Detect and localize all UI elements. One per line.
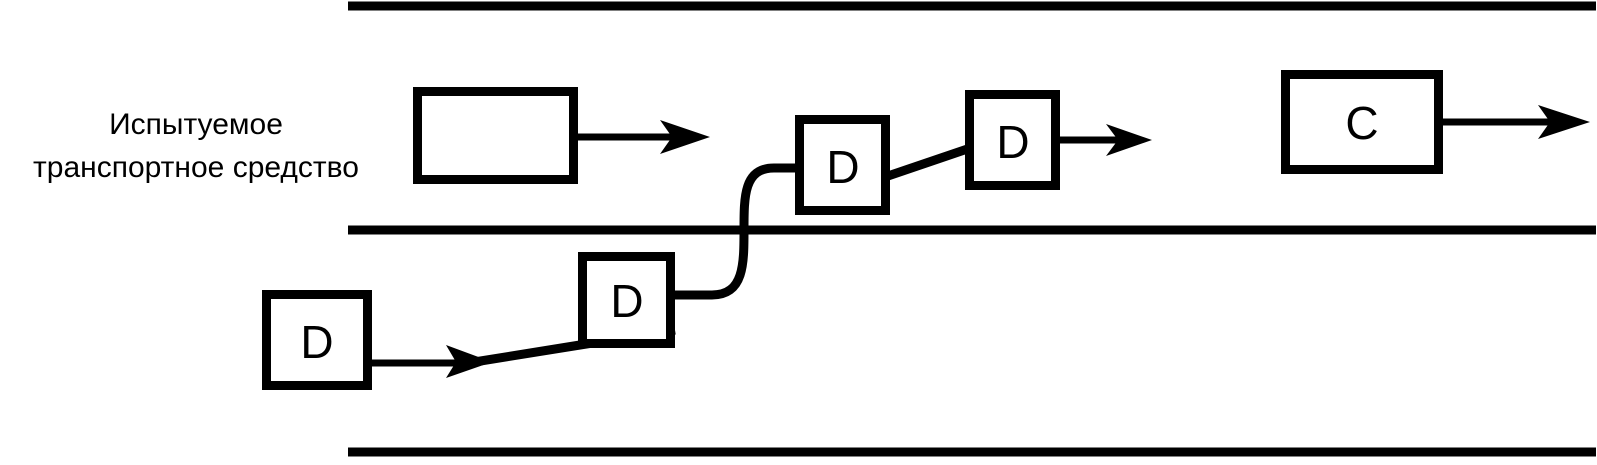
box-c[interactable]: C — [1281, 70, 1443, 174]
test-vehicle-box[interactable] — [413, 87, 578, 184]
box-d-lower-right[interactable]: D — [578, 252, 675, 348]
arrow-c-out — [1443, 105, 1590, 139]
arrows-group — [372, 105, 1590, 378]
arrow-test-vehicle — [578, 120, 710, 154]
arrow-lower-d-chain — [372, 345, 492, 378]
test-vehicle-caption: Испытуемое транспортное средство — [33, 108, 359, 184]
box-d-upper-right-label: D — [996, 116, 1029, 168]
box-d-upper-left-label: D — [826, 141, 859, 193]
box-d-lower-left[interactable]: D — [262, 290, 372, 390]
box-c-label: C — [1345, 97, 1378, 149]
box-d-lower-left-label: D — [300, 316, 333, 368]
boxes-group: D D C D D — [262, 70, 1443, 390]
box-d-upper-left[interactable]: D — [795, 115, 890, 215]
lane-lines-group — [348, 1, 1596, 457]
connector-lane-s-curve — [675, 163, 798, 300]
box-d-upper-right[interactable]: D — [965, 90, 1060, 190]
box-d-lower-right-label: D — [610, 275, 643, 327]
arrow-upper-d-out — [1060, 124, 1152, 156]
